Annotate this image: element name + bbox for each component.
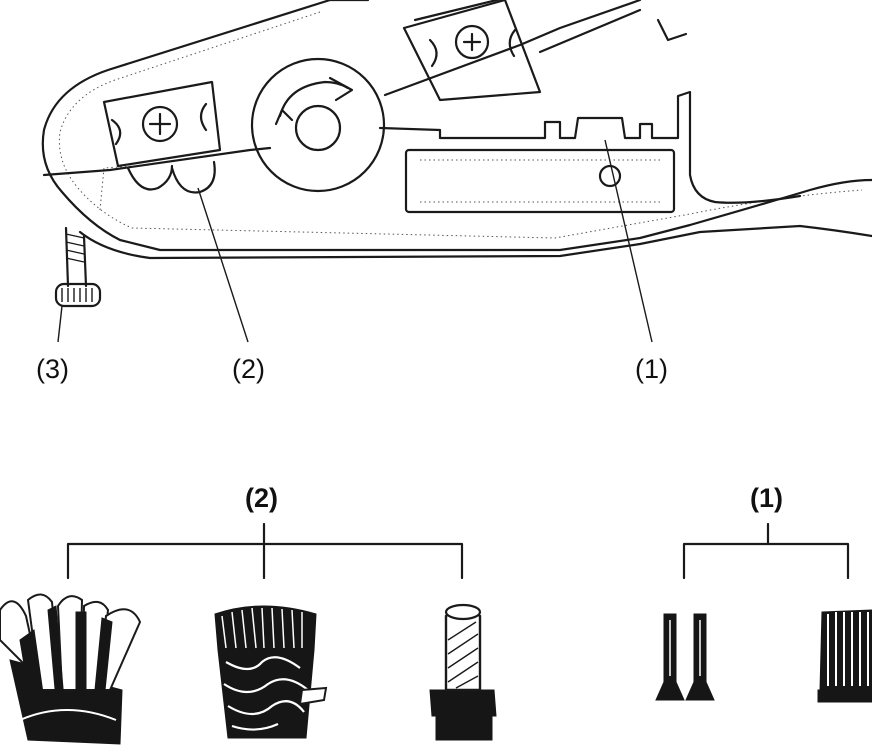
leader-3 — [57, 305, 63, 343]
tool-body-outline — [41, 0, 872, 252]
label-part-2: (2) — [232, 354, 265, 384]
cable-multicore — [0, 593, 142, 745]
cable-braided — [214, 605, 328, 739]
knob-center-icon — [294, 104, 342, 152]
wire-stripper-tool: (3) (2) (1) — [36, 0, 872, 384]
cable-solid — [429, 603, 497, 741]
slot-window — [404, 148, 676, 214]
label-group-1: (1) — [750, 483, 783, 513]
cable-shielded — [817, 609, 872, 703]
label-group-2: (2) — [245, 483, 278, 513]
cable-examples: (2) (1) — [0, 483, 872, 745]
bracket-group-2 — [66, 522, 464, 580]
label-part-1: (1) — [635, 354, 668, 384]
upper-screw-icon — [454, 24, 490, 60]
upper-blade-block — [402, 0, 688, 102]
leader-2 — [197, 187, 249, 343]
leader-1 — [604, 139, 653, 343]
blade-screw-icon — [141, 105, 179, 143]
adjusting-screw — [54, 226, 102, 308]
blade-block — [102, 80, 222, 194]
slot-hole — [598, 164, 622, 188]
ferrule-pair — [655, 613, 715, 701]
label-part-3: (3) — [36, 354, 69, 384]
rotation-knob — [250, 57, 386, 193]
bracket-group-1 — [682, 522, 850, 580]
